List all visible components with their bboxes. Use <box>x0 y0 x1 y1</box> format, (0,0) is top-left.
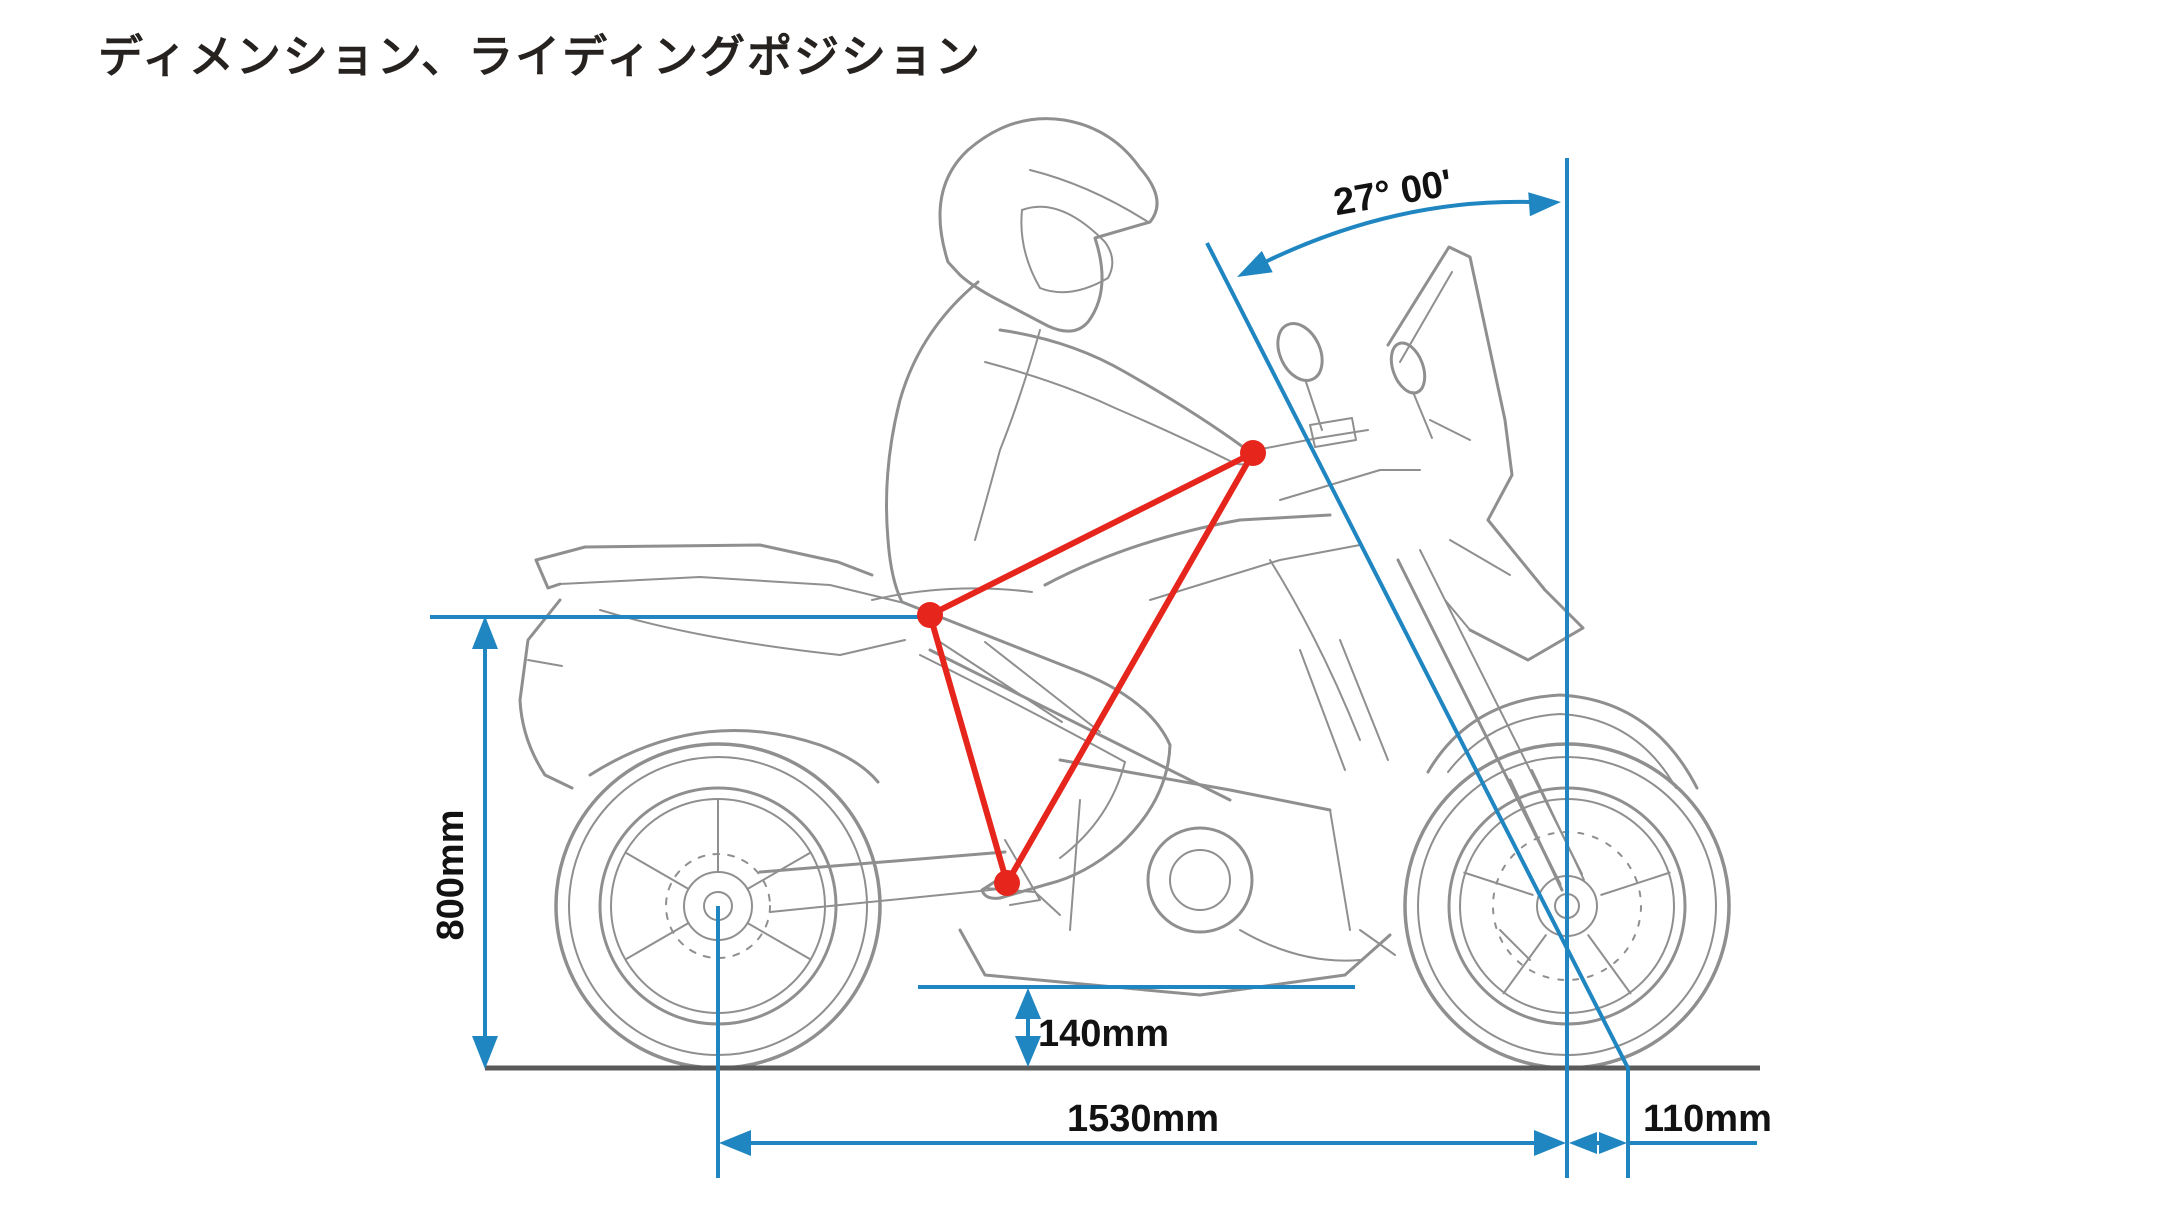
arrow-up-icon <box>472 616 498 649</box>
front-fork <box>1396 549 1699 961</box>
engine-section <box>758 639 1396 997</box>
riding-position-triangle <box>917 440 1266 896</box>
rider-back <box>885 280 980 604</box>
arrow-down-icon <box>472 1036 498 1069</box>
ground-clearance-dimension: 140mm <box>918 985 1355 1067</box>
seat-height-label: 800mm <box>430 810 472 941</box>
visor <box>1020 205 1114 294</box>
arrow-down-icon <box>1015 1036 1041 1067</box>
rider-boot <box>980 870 1050 900</box>
dimension-annotations: 800mm 140mm 1530mm <box>430 158 1772 1178</box>
helmet <box>938 117 1159 333</box>
motorcycle-lineart <box>518 117 1731 1070</box>
footpeg-point <box>994 870 1020 896</box>
arrow-up-icon <box>1015 988 1041 1019</box>
rider-thigh <box>900 600 1172 747</box>
arrow-left-icon <box>1569 1132 1597 1154</box>
trail-label: 110mm <box>1643 1098 1772 1140</box>
steering-axis-line <box>1205 242 1630 1178</box>
front-fairing <box>1245 245 1585 662</box>
wheelbase-label: 1530mm <box>1067 1098 1219 1140</box>
trail-dimension: 110mm <box>1569 1098 1772 1154</box>
arrow-right-icon <box>1528 192 1561 217</box>
rider-lineart <box>885 117 1257 900</box>
seat-height-dimension: 800mm <box>430 615 918 1069</box>
rider-shin <box>1046 743 1172 886</box>
arrow-right-icon <box>1534 1130 1566 1156</box>
arrow-left-icon <box>719 1130 751 1156</box>
seat-point <box>917 602 943 628</box>
rider-arm <box>998 328 1245 449</box>
midbody-section <box>871 469 1421 802</box>
page-title: ディメンション、ライディングポジション <box>98 31 983 82</box>
tail-section <box>518 543 906 790</box>
ground-clearance-label: 140mm <box>1038 1013 1169 1055</box>
grip-point <box>1240 440 1266 466</box>
arrow-right-icon <box>1599 1132 1627 1154</box>
arrow-left-icon <box>1237 250 1273 277</box>
wheelbase-dimension: 1530mm <box>719 1098 1566 1156</box>
caster-angle-dimension: 27° 00' <box>1237 162 1561 277</box>
